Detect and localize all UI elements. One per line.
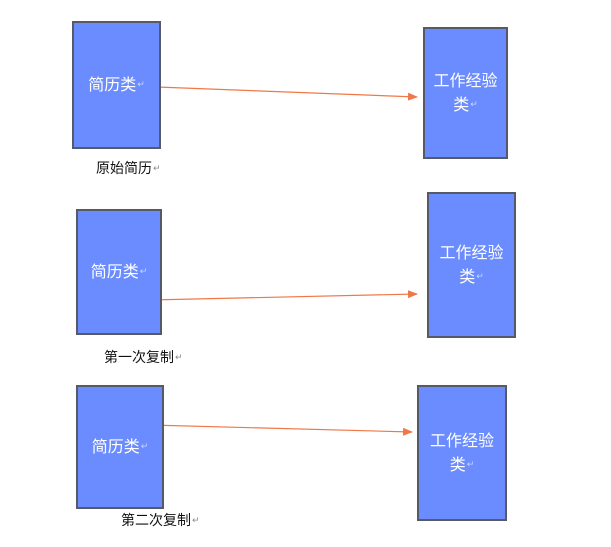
- work-box-label: 工作经验类: [433, 70, 498, 114]
- return-mark: ↵: [476, 272, 484, 283]
- work-box-original: 工作经验类↵: [423, 27, 508, 159]
- caption-text: 第一次复制: [104, 350, 174, 366]
- return-mark: ↵: [140, 442, 149, 453]
- resume-box-label: 简历类: [90, 261, 139, 281]
- return-mark: ↵: [139, 267, 148, 278]
- arrow-original: [156, 86, 418, 101]
- resume-box-second-copy: 简历类↵: [76, 385, 164, 509]
- return-mark: ↵: [153, 164, 161, 174]
- arrow-first-copy: [149, 290, 418, 301]
- caption-text: 第二次复制: [121, 513, 191, 529]
- work-box-second-copy: 工作经验类↵: [417, 385, 507, 521]
- caption-text: 原始简历: [96, 161, 152, 177]
- return-mark: ↵: [192, 516, 200, 526]
- resume-box-label: 简历类: [91, 436, 140, 456]
- arrow-second-copy: [149, 424, 413, 436]
- caption-original: 原始简历↵: [96, 158, 161, 178]
- work-box-label: 工作经验类: [430, 430, 495, 474]
- resume-box-label: 简历类: [88, 74, 137, 94]
- return-mark: ↵: [470, 100, 478, 111]
- resume-box-original: 简历类↵: [72, 21, 161, 149]
- work-box-label: 工作经验类: [439, 242, 504, 286]
- caption-second-copy: 第二次复制↵: [121, 510, 200, 530]
- resume-box-first-copy: 简历类↵: [76, 209, 162, 335]
- caption-first-copy: 第一次复制↵: [104, 347, 183, 367]
- return-mark: ↵: [175, 353, 183, 363]
- return-mark: ↵: [466, 460, 475, 471]
- work-box-first-copy: 工作经验类↵: [427, 192, 516, 338]
- return-mark: ↵: [137, 80, 145, 91]
